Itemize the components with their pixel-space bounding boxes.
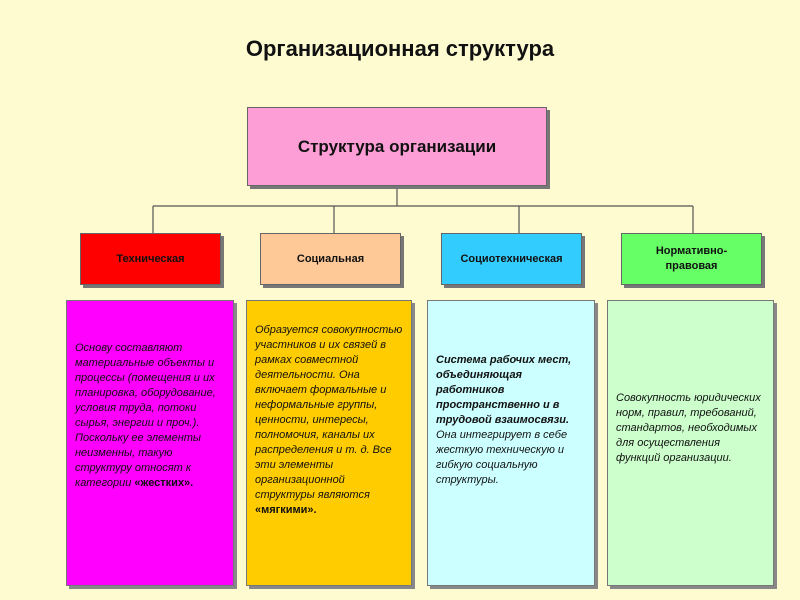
- description-legal: Совокупность юридических норм, правил, т…: [607, 300, 774, 586]
- description-sociotechnical: Система рабочих мест, объединяющая работ…: [427, 300, 595, 586]
- description-social-highlight: «мягкими».: [255, 504, 317, 516]
- description-technical: Основу составляют материальные объекты и…: [66, 300, 234, 586]
- category-sociotechnical: Социотехническая: [441, 233, 582, 285]
- description-technical-text: Основу составляют материальные объекты и…: [75, 342, 216, 489]
- category-social: Социальная: [260, 233, 401, 285]
- category-technical: Техническая: [80, 233, 221, 285]
- description-legal-text: Совокупность юридических норм, правил, т…: [616, 392, 761, 464]
- description-sociotechnical-highlight: Система рабочих мест, объединяющая работ…: [436, 354, 572, 426]
- description-social-text: Образуется совокупностью участников и их…: [255, 324, 403, 501]
- page-title: Организационная структура: [245, 36, 555, 61]
- description-social: Образуется совокупностью участников и их…: [246, 300, 412, 586]
- category-legal: Нормативно-правовая: [621, 233, 762, 285]
- description-sociotechnical-text: Она интегрирует в себе жесткую техническ…: [436, 429, 568, 486]
- description-technical-highlight: «жестких».: [134, 477, 194, 489]
- root-node: Структура организации: [247, 107, 547, 186]
